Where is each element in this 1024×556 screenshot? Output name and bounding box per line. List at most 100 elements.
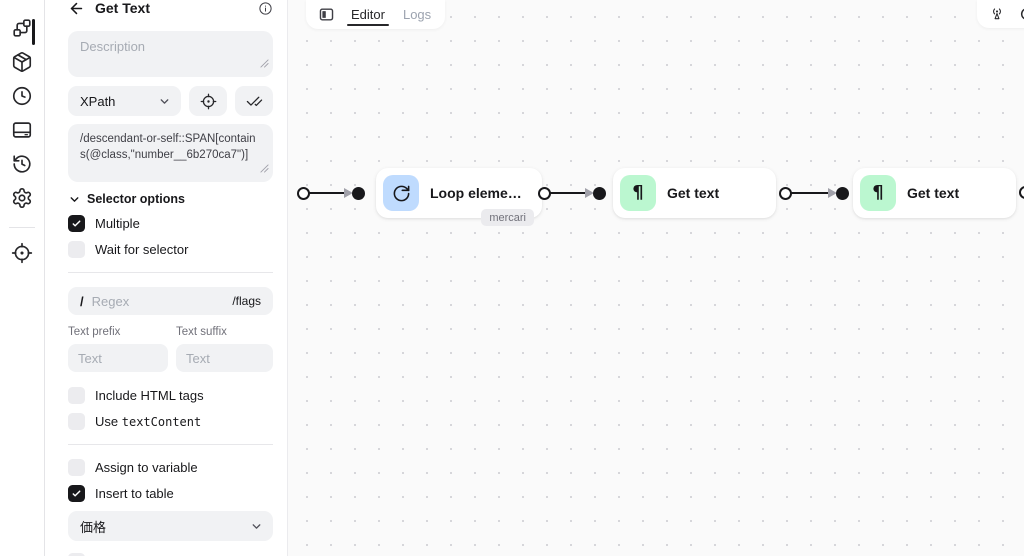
edge-arrow-icon [828,188,837,198]
node-label: Get text [907,185,960,201]
resize-handle-icon[interactable] [260,55,269,73]
workflow-icon [11,17,33,39]
storage-icon [11,119,33,141]
checkbox[interactable] [68,485,85,502]
output-port[interactable] [1019,186,1024,199]
regex-field: / /flags [68,287,273,315]
sidebar-item-packages[interactable] [11,51,33,73]
active-item-indicator [32,19,35,45]
selector-type-select[interactable]: XPath [68,86,181,116]
edge-wire [791,191,829,195]
text-suffix-input[interactable] [176,344,273,372]
pilcrow-icon: ¶ [860,175,896,211]
chevron-down-icon [68,193,81,206]
output-port[interactable] [297,186,310,200]
tab-editor[interactable]: Editor [347,0,389,29]
checkbox[interactable] [68,459,85,476]
wait-for-selector-checkbox-row[interactable]: Wait for selector [68,241,273,258]
node-label: Get text [667,185,720,201]
edge-arrow-icon [585,188,594,198]
checkbox-label: Wait for selector [95,242,189,257]
node-get-text-2[interactable]: ¶ Get text [853,168,1016,218]
selector-options-label: Selector options [87,192,185,206]
regex-flags-button[interactable]: /flags [232,294,261,308]
regex-slash-prefix: / [80,293,84,309]
loop-group-badge: mercari [481,209,534,226]
sidebar-item-schedule[interactable] [11,85,33,107]
sidebar-item-storage[interactable] [11,119,33,141]
broadcast-icon[interactable] [989,6,1005,22]
multiple-checkbox-row[interactable]: Multiple [68,215,273,232]
checkbox[interactable] [68,413,85,430]
verify-selector-button[interactable] [235,86,273,116]
editor-tabbar: Editor Logs [306,0,446,29]
loop-icon [383,175,419,211]
crosshair-icon [11,242,33,264]
checkbox[interactable] [68,387,85,404]
use-textcontent-checkbox-row[interactable]: Use textContent [68,413,273,430]
edge-arrow-icon [344,188,353,198]
sidebar-item-logs-history[interactable] [11,153,33,175]
prefix-suffix-grid: Text prefix Text suffix [68,326,273,372]
input-port[interactable] [836,186,849,200]
checkbox[interactable] [68,215,85,232]
sidebar-item-element-selector[interactable] [11,242,33,264]
checkbox-label: Assign to variable [95,460,198,475]
gear-icon [11,187,33,209]
selector-type-value: XPath [80,93,116,109]
output-port[interactable] [538,186,551,200]
divider [68,444,273,445]
description-input[interactable] [68,31,273,77]
selector-input[interactable]: /descendant-or-self::SPAN[contains(@clas… [68,124,273,182]
checkbox-label: Include HTML tags [95,388,204,403]
include-html-tags-checkbox-row[interactable]: Include HTML tags [68,387,273,404]
checkbox-label: Use textContent [95,414,202,429]
text-prefix-input[interactable] [68,344,168,372]
block-settings-panel: Get Text XPath /descendant-or-s [45,0,287,556]
add-extra-row-checkbox-row[interactable]: Add extra row [68,553,273,556]
checkbox[interactable] [68,553,85,556]
sidebar-item-settings[interactable] [11,187,33,209]
panel-left-icon[interactable] [318,6,335,23]
selector-options-toggle[interactable]: Selector options [68,192,273,206]
canvas-controls [977,0,1024,28]
textcontent-code: textContent [121,415,202,429]
node-get-text-1[interactable]: ¶ Get text [613,168,776,218]
checkbox[interactable] [68,241,85,258]
input-port[interactable] [352,186,365,200]
text-suffix-label: Text suffix [176,326,227,338]
input-port[interactable] [593,186,606,200]
text-prefix-label: Text prefix [68,326,121,338]
edge-connection [297,186,365,200]
sidebar-item-workflows[interactable] [11,17,35,45]
pick-element-button[interactable] [189,86,227,116]
selector-field-wrap: /descendant-or-self::SPAN[contains(@clas… [68,124,273,182]
active-tab-indicator [347,24,389,26]
clock-icon [11,85,33,107]
table-column-value: 価格 [80,519,107,535]
edge-connection [538,186,606,200]
workflow-canvas[interactable]: Editor Logs Loop eleme… mercari [287,0,1024,556]
output-port[interactable] [779,186,792,200]
rail-divider [9,227,35,228]
node-loop-elements[interactable]: Loop eleme… mercari [376,168,542,226]
selector-type-row: XPath [68,86,273,116]
chevron-down-icon [250,520,263,533]
package-icon [11,51,33,73]
insert-to-table-checkbox-row[interactable]: Insert to table [68,485,273,502]
checkbox-label: Insert to table [95,486,174,501]
checkbox-label: Multiple [95,216,140,231]
edge-wire [550,191,586,195]
checkbox-label: Add extra row [95,554,175,556]
back-button[interactable] [68,0,85,17]
history-icon [11,153,33,175]
regex-input[interactable] [91,293,225,309]
tab-logs[interactable]: Logs [402,7,432,22]
page-title: Get Text [95,0,150,16]
edge-wire [309,191,345,195]
circle-control-icon[interactable] [1019,6,1024,22]
info-icon[interactable] [258,1,273,16]
assign-to-variable-checkbox-row[interactable]: Assign to variable [68,459,273,476]
resize-handle-icon[interactable] [260,160,269,178]
table-column-select[interactable]: 価格 [68,511,273,541]
